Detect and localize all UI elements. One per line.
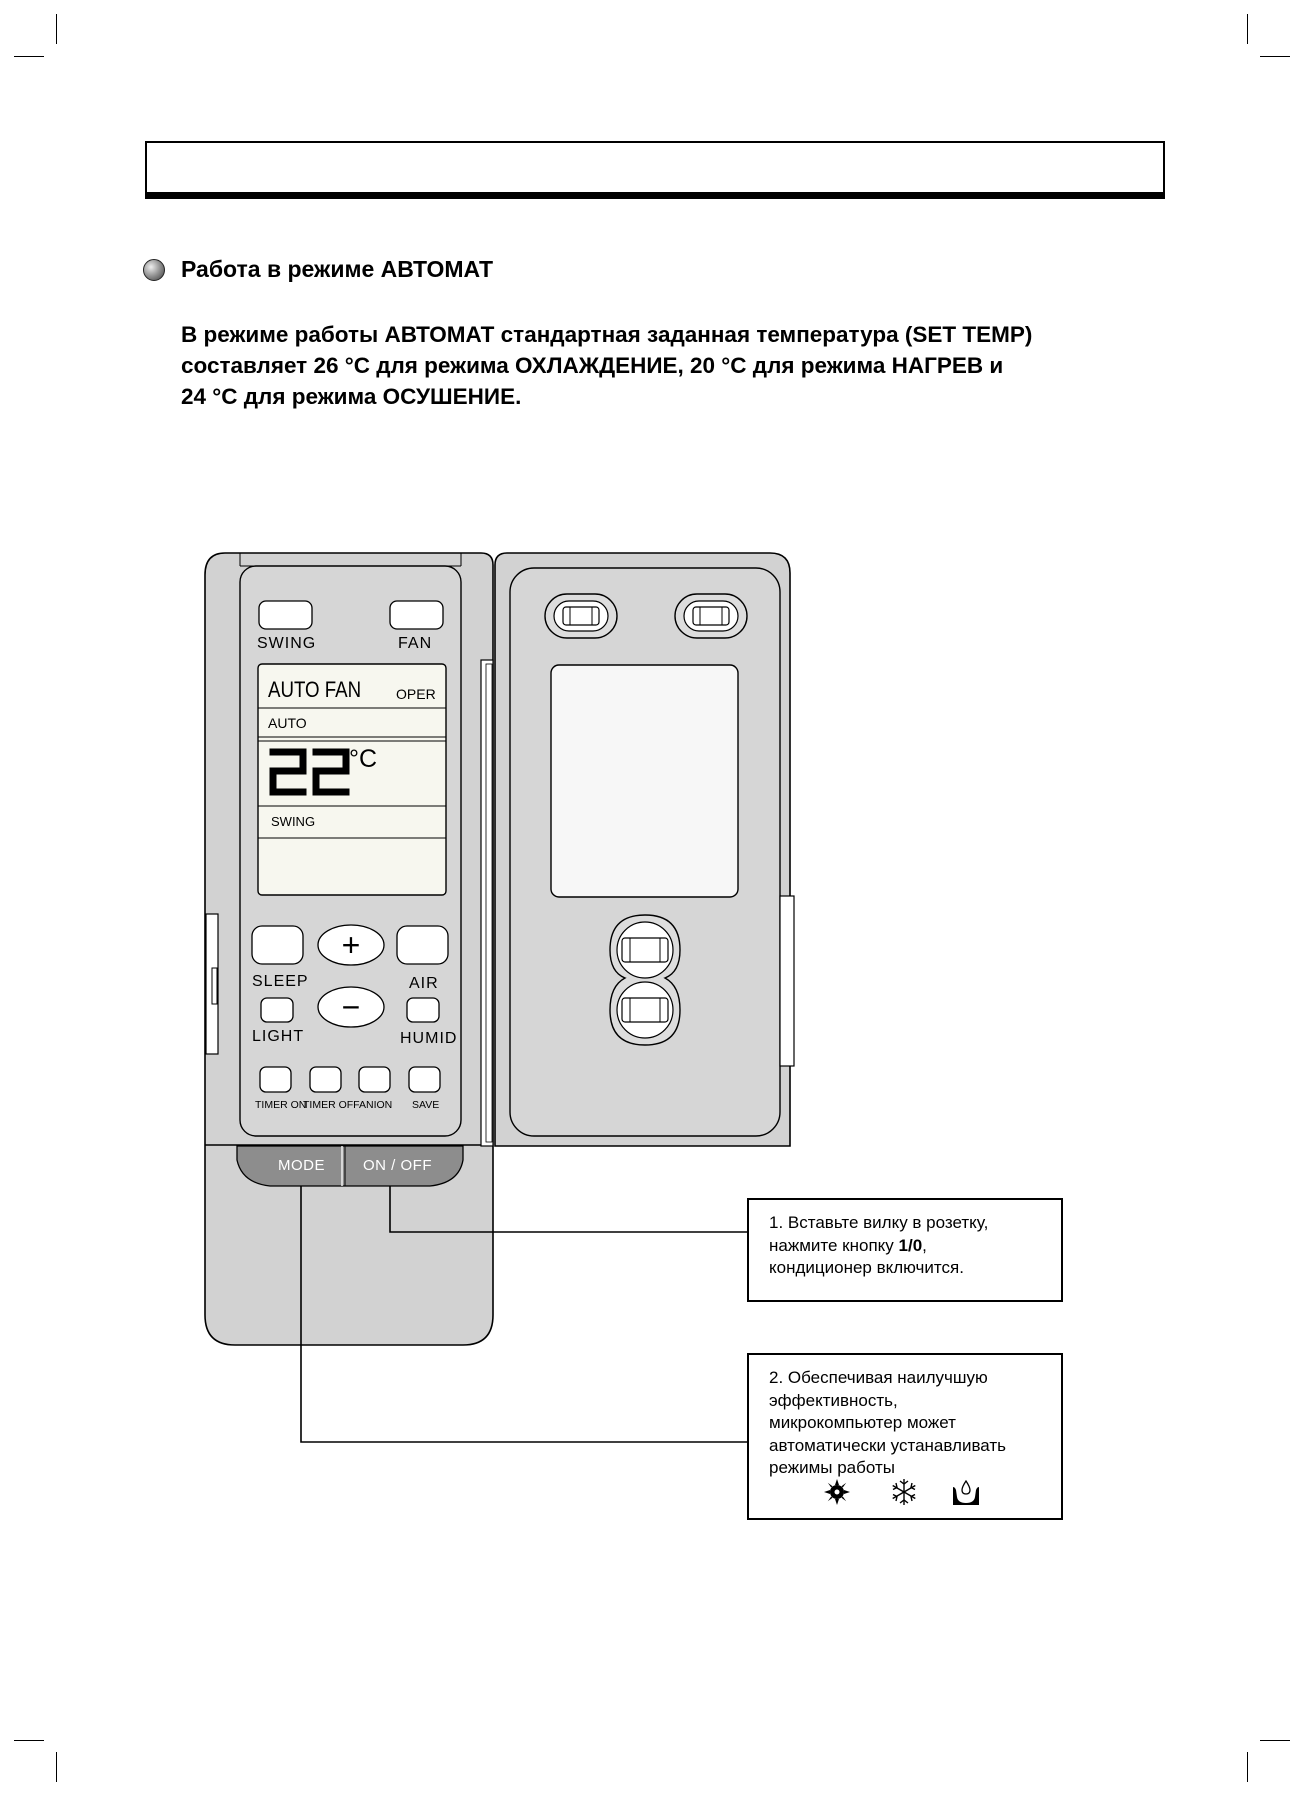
- humid-label: HUMID: [400, 1030, 457, 1047]
- dry-droplet-icon: [951, 1477, 981, 1507]
- anion-button: [359, 1067, 390, 1092]
- timer-off-button: [310, 1067, 341, 1092]
- callout-line: нажмите кнопку 1/0,: [769, 1235, 1061, 1258]
- save-button: [409, 1067, 440, 1092]
- timer-on-button: [260, 1067, 291, 1092]
- lcd-unit: °C: [349, 745, 377, 773]
- anion-label: ANION: [359, 1099, 392, 1111]
- timer-off-label: TIMER OFF: [303, 1099, 360, 1111]
- callout-auto-mode: 2. Обеспечивая наилучшую эффективность, …: [747, 1353, 1063, 1520]
- callout-power-on: 1. Вставьте вилку в розетку, нажмите кно…: [747, 1198, 1063, 1302]
- timer-on-label: TIMER ON: [255, 1099, 306, 1111]
- cool-snowflake-icon: [889, 1477, 919, 1507]
- swing-button: [259, 601, 312, 629]
- lcd-swing: SWING: [271, 814, 315, 829]
- save-label: SAVE: [412, 1099, 439, 1111]
- lcd-oper: OPER: [396, 686, 436, 702]
- onoff-label: ON / OFF: [363, 1157, 432, 1174]
- callout-text: нажмите кнопку: [769, 1236, 899, 1255]
- heat-sun-icon: [822, 1477, 852, 1507]
- fan-button: [390, 601, 443, 629]
- minus-symbol: −: [342, 989, 361, 1025]
- onoff-symbol: 1/0: [899, 1236, 923, 1255]
- fan-label: FAN: [398, 635, 432, 652]
- callout-line: 2. Обеспечивая наилучшую: [769, 1367, 1061, 1390]
- callout-text: ,: [922, 1236, 927, 1255]
- callout-line: 1. Вставьте вилку в розетку,: [769, 1212, 1061, 1235]
- sleep-button: [252, 926, 303, 964]
- light-button: [261, 998, 293, 1022]
- swing-label: SWING: [257, 635, 316, 652]
- air-label: AIR: [409, 975, 439, 992]
- cover-grip-right: [675, 594, 747, 638]
- sleep-label: SLEEP: [252, 973, 309, 990]
- callout-line: автоматически устанавливать: [769, 1435, 1061, 1458]
- mode-label: MODE: [278, 1157, 325, 1174]
- cover-window: [551, 665, 738, 897]
- lcd-fan-mode: AUTO FAN: [268, 679, 361, 703]
- lcd-mode: AUTO: [268, 715, 307, 731]
- callout-line: микрокомпьютер может: [769, 1412, 1061, 1435]
- callout-line: эффективность,: [769, 1390, 1061, 1413]
- light-label: LIGHT: [252, 1028, 304, 1045]
- plus-symbol: +: [342, 927, 361, 963]
- callout-line: кондиционер включится.: [769, 1257, 1061, 1280]
- cover-grip-left: [545, 594, 617, 638]
- mode-icons-row: [749, 1477, 1061, 1507]
- air-button: [397, 926, 448, 964]
- humid-button: [407, 998, 439, 1022]
